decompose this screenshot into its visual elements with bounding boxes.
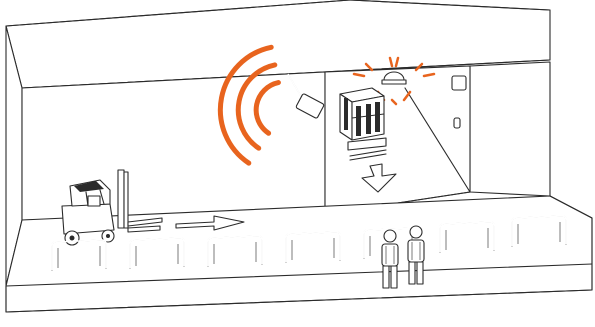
gate-portal-icon — [207, 235, 263, 267]
beacon-ray — [402, 90, 412, 102]
wave-arc — [217, 44, 274, 166]
gate-portal-icon — [129, 237, 185, 269]
beacon-ray — [390, 98, 398, 106]
radio-waves-icon — [217, 44, 281, 166]
wave-arc — [253, 80, 281, 136]
arrow-down-icon — [361, 163, 397, 193]
people-group — [381, 225, 425, 289]
beacon-ray — [388, 56, 394, 68]
pallet-load-icon — [339, 87, 387, 161]
person-icon — [407, 225, 425, 285]
wave-arc — [235, 62, 278, 151]
gate-row — [51, 215, 567, 271]
arrow-right-icon — [175, 215, 245, 231]
gate-portal-icon — [285, 231, 341, 263]
wall-panel — [451, 75, 467, 91]
gate-portal-icon — [439, 221, 495, 253]
beacon-ray — [394, 56, 400, 68]
beacon-ray — [414, 62, 424, 72]
forklift-icon — [61, 169, 163, 246]
gate-portal-icon — [511, 215, 567, 247]
dock-doorway — [324, 65, 471, 215]
gate-portal-icon — [51, 239, 107, 271]
floor-platform — [5, 195, 593, 313]
wall-switch — [453, 117, 461, 129]
person-icon — [381, 229, 399, 289]
beacon-ray — [422, 72, 436, 78]
inner-room-wall — [21, 71, 326, 221]
right-wall — [469, 61, 551, 197]
beacon-ray — [364, 62, 374, 72]
rfid-reader-icon — [287, 73, 325, 119]
beacon-ray — [352, 72, 366, 78]
building-shell — [5, 0, 551, 287]
